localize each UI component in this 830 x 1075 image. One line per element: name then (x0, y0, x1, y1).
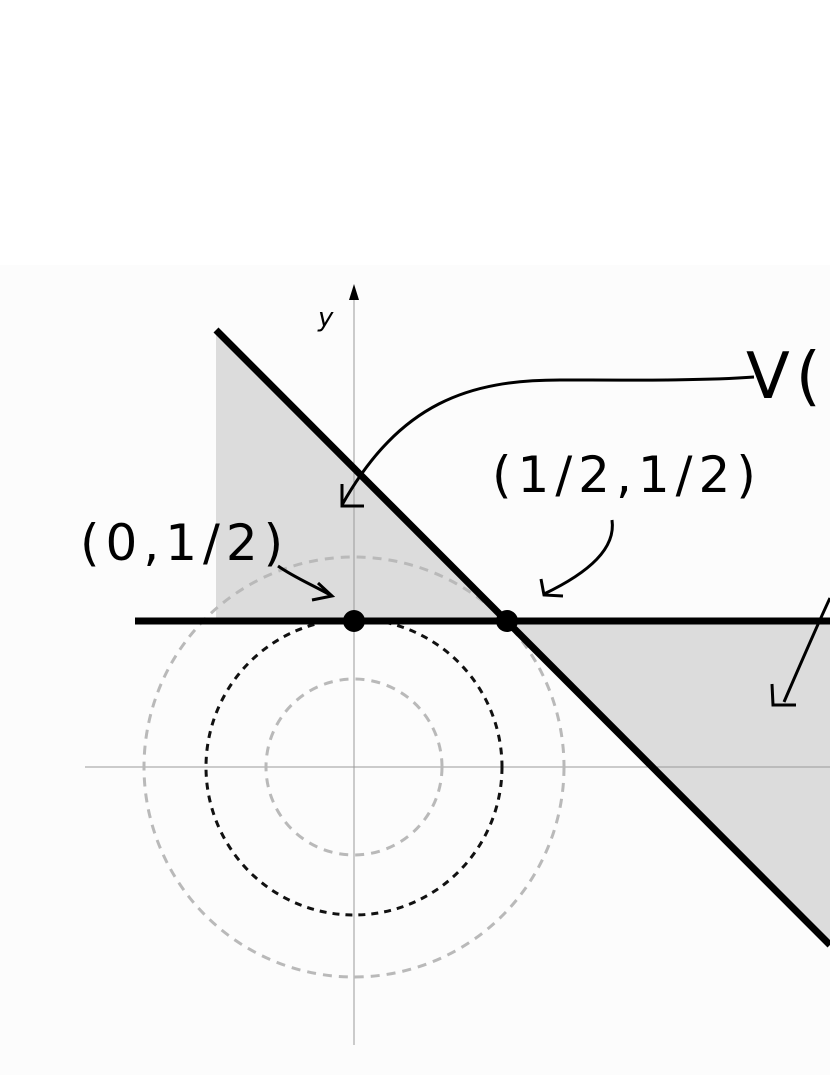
arrow-to-upper-region (340, 375, 755, 506)
label-point-half-half: (1/2,1/2) (492, 446, 762, 504)
outer-dashed-circle (142, 555, 566, 979)
arrowhead-point-0-half (311, 581, 336, 602)
point-0-half (343, 610, 365, 632)
point-half-half (496, 610, 518, 632)
middle-dashed-circle (204, 617, 504, 917)
label-point-0-half: (0,1/2) (80, 514, 289, 572)
inner-dashed-circle (264, 677, 444, 857)
arrowhead-point-half-half (539, 578, 564, 598)
arrow-to-lower-region (782, 597, 830, 703)
arrowhead-upper-region (340, 484, 364, 508)
y-axis-label: y (317, 303, 334, 333)
diagonal-line-x-plus-y-1 (213, 327, 830, 948)
arrow-to-point-half-half (543, 519, 614, 596)
label-region: V( (746, 340, 827, 414)
arrowhead-lower-region (770, 683, 796, 707)
y-axis-arrowhead (349, 284, 359, 300)
